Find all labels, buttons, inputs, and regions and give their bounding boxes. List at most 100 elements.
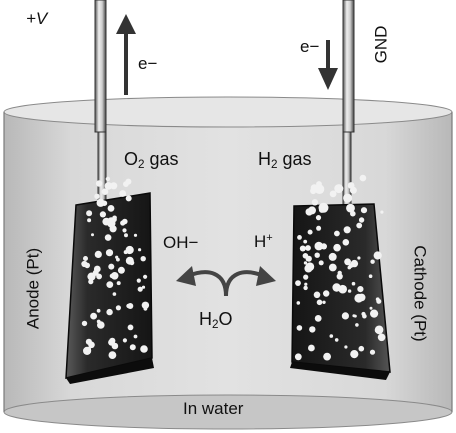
gas-bubble [361, 311, 366, 317]
gas-bubble [84, 262, 90, 269]
gas-bubble [311, 199, 319, 206]
gas-bubble [344, 196, 350, 202]
gas-bubble [105, 249, 114, 257]
gas-bubble [309, 326, 316, 333]
gas-bubble [87, 218, 92, 223]
gas-bubble [97, 321, 105, 329]
gas-bubble [305, 245, 311, 251]
gas-bubble [88, 341, 95, 349]
gas-bubble [138, 248, 142, 252]
gas-bubble [322, 300, 326, 304]
electron-arrow-up [116, 14, 136, 95]
gas-bubble [344, 345, 348, 349]
gas-bubble [343, 226, 351, 234]
gas-bubble [374, 325, 384, 335]
gas-bubble [334, 184, 344, 194]
gas-bubble [104, 234, 112, 241]
gas-bubble [347, 289, 352, 293]
oxygen-gas-label: O2 gas [124, 149, 179, 171]
gas-bubble [304, 282, 308, 286]
gas-bubble [86, 210, 93, 217]
gas-bubble [91, 233, 94, 237]
gas-bubble [127, 324, 134, 331]
gas-bubble [347, 182, 355, 189]
gas-bubble [105, 176, 111, 182]
gas-bubble [141, 285, 146, 289]
gas-bubble [129, 344, 136, 351]
gas-bubble [303, 261, 308, 265]
anode-bubbles [81, 176, 150, 359]
gas-bubble [357, 256, 361, 260]
gas-bubble [143, 306, 148, 311]
gas-bubble [116, 281, 121, 286]
gas-bubble [126, 303, 131, 309]
gas-bubble [140, 256, 146, 262]
gas-bubble [315, 215, 322, 221]
gas-bubble [303, 274, 309, 280]
gas-bubble [360, 207, 368, 214]
gas-bubble [329, 190, 337, 198]
gas-bubble [101, 189, 107, 194]
gas-bubble [295, 280, 301, 286]
gas-bubble [109, 273, 115, 279]
gas-bubble [305, 262, 315, 272]
gas-bubble [369, 306, 373, 310]
gas-bubble [316, 225, 322, 231]
gas-bubble [329, 334, 334, 338]
gas-bubble [133, 233, 138, 237]
water-split-arrows [176, 266, 276, 297]
gas-bubble [96, 308, 101, 313]
water-molecule-label: H2O [199, 309, 233, 331]
gas-bubble [122, 338, 127, 343]
gas-bubble [357, 293, 366, 302]
gas-bubble [351, 281, 356, 286]
gas-bubble [294, 353, 302, 361]
gas-bubble [299, 245, 306, 252]
gas-bubble [110, 182, 118, 190]
gas-bubble [115, 255, 119, 259]
gas-bubble [108, 263, 115, 270]
gas-bubble [375, 297, 380, 302]
gas-bubble [328, 263, 337, 272]
gas-bubble [124, 233, 128, 238]
arrow-to-h [256, 266, 276, 286]
gas-bubble [323, 290, 330, 297]
gas-bubble [125, 195, 132, 202]
gas-bubble [96, 198, 105, 207]
gas-bubble [323, 352, 331, 361]
gas-bubble [334, 338, 339, 342]
gas-bubble [350, 259, 359, 268]
gas-bubble [305, 208, 313, 216]
gas-bubble [314, 241, 324, 251]
hydrogen-ion-label: H+ [254, 232, 273, 252]
cathode-label: Cathode (Pt) [410, 245, 430, 342]
voltage-label: +V [26, 9, 48, 28]
ground-label: GND [371, 25, 391, 64]
gas-bubble [95, 180, 103, 187]
cathode-bubbles [294, 174, 386, 361]
hydroxide-label: OH− [163, 233, 199, 252]
electron-label-right: e− [300, 37, 320, 56]
gas-bubble [125, 178, 132, 185]
gas-bubble [332, 283, 341, 292]
gas-bubble [369, 349, 376, 355]
gas-bubble [316, 181, 322, 187]
gas-bubble [137, 286, 143, 292]
gas-bubble [303, 285, 308, 291]
gas-bubble [140, 345, 148, 353]
gas-bubble [120, 220, 126, 226]
gas-bubble [370, 309, 379, 318]
gas-bubble [119, 190, 127, 197]
gas-bubble [344, 258, 351, 266]
gas-bubble [307, 229, 313, 235]
gas-bubble [314, 252, 320, 258]
gas-bubble [99, 211, 106, 218]
gas-bubble [83, 256, 88, 261]
gas-bubble [303, 239, 308, 244]
gas-bubble [125, 256, 134, 265]
electron-arrow-down [318, 40, 338, 90]
gas-bubble [141, 301, 150, 309]
gas-bubble [125, 245, 134, 255]
gas-bubble [108, 339, 115, 346]
